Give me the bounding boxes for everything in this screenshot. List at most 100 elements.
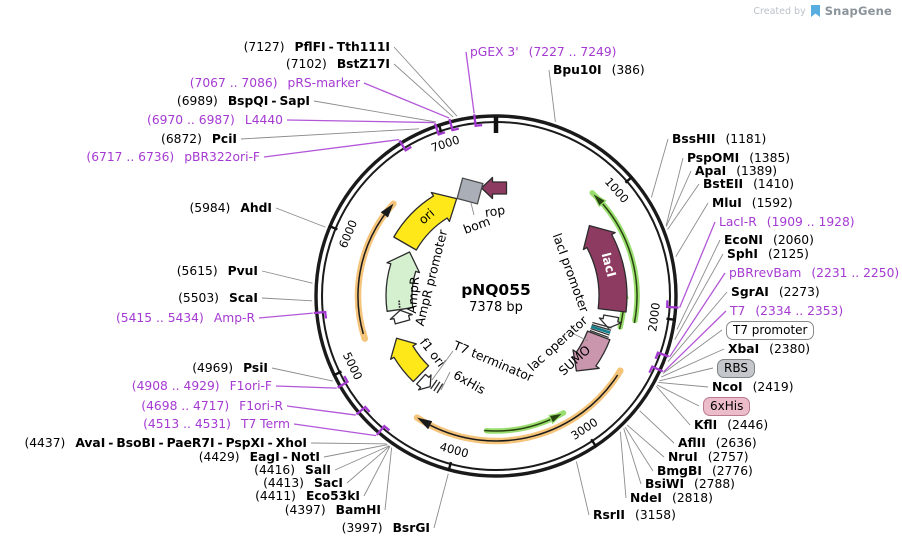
enzyme-label-bsrgi[interactable]: (3997)BsrGI: [342, 520, 430, 536]
mark-amp-r[interactable]: [313, 310, 328, 319]
mark-laci-r[interactable]: [666, 300, 679, 309]
mark-f1ori-r[interactable]: [355, 405, 371, 416]
feature-sumo[interactable]: [572, 330, 611, 372]
enzyme-label-nrui[interactable]: NruI(2757): [668, 449, 749, 465]
site-name: SacI: [313, 476, 343, 490]
orf-right-green-long-head: [590, 191, 607, 208]
tick-4000: [447, 461, 453, 472]
site-position: pBR322ori-F: [184, 150, 260, 164]
primer-label-pgex-3[interactable]: pGEX 3'(7227 .. 7249): [470, 44, 616, 60]
enzyme-label-bstz17i[interactable]: (7102)BstZ17I: [286, 56, 390, 72]
site-name: SapI: [279, 94, 310, 108]
site-position: pRS-marker: [287, 76, 360, 90]
enzyme-label-bpu10i[interactable]: Bpu10I(386): [553, 62, 645, 78]
feature-ampr-promoter[interactable]: [389, 309, 413, 325]
enzyme-label-saci[interactable]: (4413)SacI: [263, 475, 343, 491]
site-position: (2273): [778, 285, 820, 299]
primer-label-prs-marker[interactable]: (7067 .. 7086)pRS-marker: [190, 75, 360, 91]
mark-f1ori-f[interactable]: [337, 375, 350, 389]
enzyme-label-bsshii[interactable]: BssHII(1181): [672, 131, 766, 147]
primer-label-t7-term[interactable]: (4513 .. 4531)T7 Term: [143, 416, 290, 432]
callout-line-sphi: [674, 253, 724, 340]
callout-line-bsshii: [650, 138, 669, 198]
feature-label-laci[interactable]: lacI: [599, 251, 620, 279]
primer-label-pbrrevbam[interactable]: pBRrevBam(2231 .. 2250): [729, 265, 899, 281]
feature-ampr[interactable]: [385, 251, 421, 312]
enzyme-label-rsrii[interactable]: RsrII(3158): [593, 507, 676, 523]
enzyme-label-bspqi-sapi[interactable]: (6989)BspQI-SapI: [177, 93, 310, 109]
enzyme-label-ahdi[interactable]: (5984)AhdI: [189, 200, 272, 216]
enzyme-label-econi[interactable]: EcoNI(2060): [724, 232, 814, 248]
feature-t7-terminator[interactable]: [416, 373, 432, 391]
site-name: PspOMI: [687, 151, 740, 165]
feature-label-rop[interactable]: rop: [484, 202, 506, 220]
site-name: BsoBI: [116, 436, 156, 450]
enzyme-label-ndei[interactable]: NdeI(2818): [630, 490, 713, 506]
enzyme-label-eco53ki[interactable]: (4411)Eco53kI: [255, 488, 360, 504]
mark-pgex-3[interactable]: [473, 114, 483, 127]
primer-label-f1ori-r[interactable]: (4698 .. 4717)F1ori-R: [141, 398, 283, 414]
enzyme-label-bsiwi[interactable]: BsiWI(2788): [645, 476, 735, 492]
primer-label-laci-r[interactable]: LacI-R(1909 .. 1928): [719, 214, 855, 230]
mark-pbr322ori-f[interactable]: [398, 139, 412, 152]
primer-label-t7-primer[interactable]: T7(2334 .. 2353): [730, 303, 843, 319]
feature-label-bom[interactable]: bom: [461, 213, 492, 237]
enzyme-label-ncoi[interactable]: NcoI(2419): [712, 379, 794, 395]
mark-t7-term[interactable]: [375, 424, 391, 436]
callout-line-pbr322ori-f: [263, 138, 400, 158]
enzyme-label-sphi[interactable]: SphI(2125): [727, 246, 809, 262]
primer-label-pbr322ori-f[interactable]: (6717 .. 6736)pBR322ori-F: [86, 149, 260, 165]
site-names: L4440: [245, 113, 283, 127]
site-name: -: [267, 436, 273, 450]
feature-tag-t7-promoter[interactable]: T7 promoter: [726, 321, 815, 340]
feature-laci-promoter[interactable]: [598, 314, 623, 329]
primer-label-f1ori-f[interactable]: (4908 .. 4929)F1ori-F: [132, 378, 272, 394]
site-position: (3997): [341, 521, 383, 535]
enzyme-label-sali[interactable]: (4416)SalI: [254, 462, 331, 478]
enzyme-label-pflfi-tth111i[interactable]: (7127)PflFI-Tth111I: [244, 39, 390, 55]
enzyme-label-bmgbi[interactable]: BmgBI(2776): [657, 463, 753, 479]
feature-ampr-dot: [398, 300, 401, 303]
site-names: RsrII: [593, 508, 625, 522]
mark-t7[interactable]: [648, 365, 664, 374]
enzyme-label-bamhi[interactable]: (4397)BamHI: [285, 502, 381, 518]
feature-label-6xhis-c[interactable]: 6xHis: [451, 367, 488, 397]
site-name: NdeI: [630, 491, 663, 505]
site-position: (386): [611, 63, 645, 77]
enzyme-label-pvui[interactable]: (5615)PvuI: [177, 263, 258, 279]
feature-tag-rbs[interactable]: RBS: [717, 359, 755, 378]
site-names: SacI: [314, 476, 343, 490]
callout-line-apai: [665, 170, 692, 227]
feature-label-ampr[interactable]: AmpR: [404, 275, 422, 314]
feature-lac-operator-stripe: [592, 321, 612, 329]
feature-rop[interactable]: [480, 176, 508, 200]
enzyme-label-mlui[interactable]: MluI(1592): [712, 195, 793, 211]
primer-label-l4440[interactable]: (6970 .. 6987)L4440: [147, 112, 283, 128]
feature-laci[interactable]: [582, 224, 628, 313]
enzyme-label-pspomi[interactable]: PspOMI(1385): [687, 150, 790, 166]
enzyme-label-psii[interactable]: (4969)PsiI: [192, 360, 268, 376]
enzyme-label-sgrai[interactable]: SgrAI(2273): [731, 284, 820, 300]
backbone-outer-ring[interactable]: [314, 114, 678, 478]
feature-f1-ori[interactable]: [389, 337, 430, 383]
enzyme-label-scai[interactable]: (5503)ScaI: [178, 290, 258, 306]
mark-pbrrevbam[interactable]: [654, 351, 670, 360]
feature-tag-6xhis-n[interactable]: 6xHis: [703, 397, 751, 416]
enzyme-label-bsteii[interactable]: BstEII(1410): [703, 176, 794, 192]
orf-left-orange-band[interactable]: [354, 200, 397, 342]
leader-bom: [470, 202, 475, 216]
enzyme-label-kfli[interactable]: KflI(2446): [694, 417, 768, 433]
primer-label-amp-r[interactable]: (5415 .. 5434)Amp-R: [116, 310, 255, 326]
enzyme-label-eagi-noti[interactable]: (4429)EagI-NotI: [199, 449, 320, 465]
site-position: (4416): [254, 463, 296, 477]
mark-prs-marker[interactable]: [448, 118, 460, 132]
mark-l4440[interactable]: [433, 123, 446, 136]
enzyme-label-xbai[interactable]: XbaI(2380): [728, 341, 810, 357]
enzyme-label-apai[interactable]: ApaI(1389): [695, 163, 777, 179]
enzyme-label-avai-group[interactable]: (4437)AvaI-BsoBI-PaeR7I-PspXI-XhoI: [24, 435, 307, 451]
feature-bom[interactable]: [456, 177, 484, 205]
tick-6000: [328, 224, 338, 231]
site-name: PsiI: [243, 361, 268, 375]
enzyme-label-aflii[interactable]: AflII(2636): [678, 435, 757, 451]
enzyme-label-pcii[interactable]: (6872)PciI: [161, 131, 237, 147]
